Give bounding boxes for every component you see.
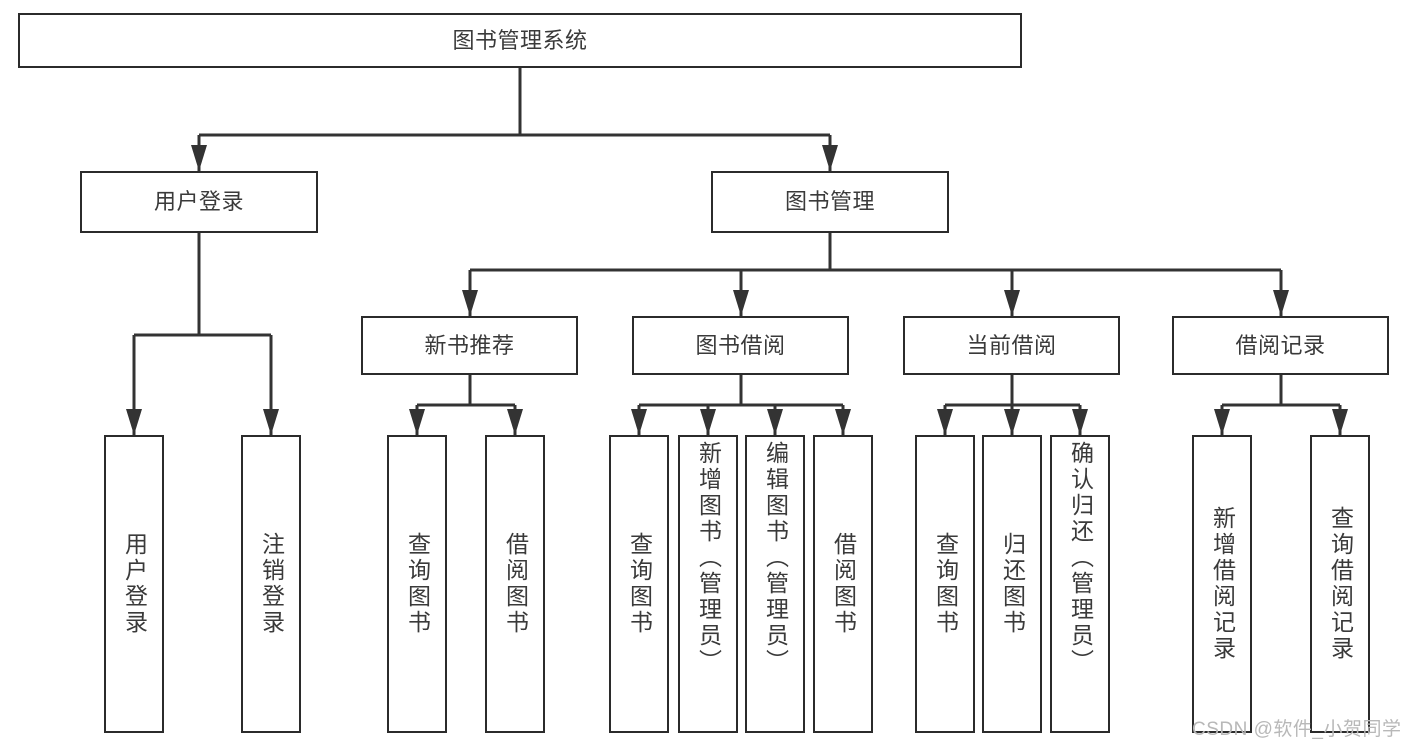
arrowhead-icon	[507, 409, 523, 435]
node-leaf-add-book[interactable]: 新增图书（管理员）	[678, 435, 738, 733]
arrowhead-icon	[409, 409, 425, 435]
arrowhead-icon	[835, 409, 851, 435]
node-label: 编辑图书（管理员）	[762, 441, 789, 675]
node-root[interactable]: 图书管理系统	[18, 13, 1022, 68]
node-label: 图书借阅	[695, 332, 786, 358]
node-book-borrow[interactable]: 图书借阅	[632, 316, 849, 375]
node-label: 用户登录	[121, 532, 148, 636]
node-leaf-add-record[interactable]: 新增借阅记录	[1192, 435, 1252, 733]
arrowhead-icon	[191, 145, 207, 171]
arrowhead-icon	[462, 290, 478, 316]
arrowhead-icon	[126, 409, 142, 435]
node-label: 新增图书（管理员）	[695, 441, 722, 675]
node-label: 查询图书	[626, 532, 653, 636]
node-leaf-query-book-1[interactable]: 查询图书	[387, 435, 447, 733]
node-new-book-rec[interactable]: 新书推荐	[361, 316, 578, 375]
arrowhead-icon	[733, 290, 749, 316]
node-leaf-query-book-3[interactable]: 查询图书	[915, 435, 975, 733]
node-label: 查询图书	[404, 532, 431, 636]
arrowhead-icon	[1004, 409, 1020, 435]
arrowhead-icon	[1273, 290, 1289, 316]
node-leaf-borrow-book-1[interactable]: 借阅图书	[485, 435, 545, 733]
node-label: 借阅图书	[830, 532, 857, 636]
arrowhead-icon	[822, 145, 838, 171]
node-leaf-edit-book[interactable]: 编辑图书（管理员）	[745, 435, 805, 733]
node-leaf-logout[interactable]: 注销登录	[241, 435, 301, 733]
node-label: 借阅记录	[1235, 332, 1326, 358]
node-leaf-query-record[interactable]: 查询借阅记录	[1310, 435, 1370, 733]
node-label: 图书管理系统	[452, 27, 588, 53]
node-leaf-confirm-return[interactable]: 确认归还（管理员）	[1050, 435, 1110, 733]
node-user-login[interactable]: 用户登录	[80, 171, 318, 233]
arrowhead-icon	[263, 409, 279, 435]
node-leaf-user-login[interactable]: 用户登录	[104, 435, 164, 733]
node-label: 借阅图书	[502, 532, 529, 636]
node-label: 查询图书	[932, 532, 959, 636]
node-leaf-borrow-book-2[interactable]: 借阅图书	[813, 435, 873, 733]
arrowhead-icon	[1072, 409, 1088, 435]
node-label: 归还图书	[999, 532, 1026, 636]
node-label: 查询借阅记录	[1327, 506, 1354, 662]
node-leaf-query-book-2[interactable]: 查询图书	[609, 435, 669, 733]
node-borrow-record[interactable]: 借阅记录	[1172, 316, 1389, 375]
node-label: 新增借阅记录	[1209, 506, 1236, 662]
arrowhead-icon	[1004, 290, 1020, 316]
arrowhead-icon	[937, 409, 953, 435]
node-current-borrow[interactable]: 当前借阅	[903, 316, 1120, 375]
node-label: 当前借阅	[966, 332, 1057, 358]
arrowhead-icon	[700, 409, 716, 435]
node-label: 用户登录	[153, 189, 244, 214]
arrowhead-icon	[767, 409, 783, 435]
node-label: 新书推荐	[424, 332, 515, 358]
arrowhead-icon	[1332, 409, 1348, 435]
node-book-manage[interactable]: 图书管理	[711, 171, 949, 233]
node-leaf-return-book[interactable]: 归还图书	[982, 435, 1042, 733]
arrowhead-icon	[1214, 409, 1230, 435]
node-label: 图书管理	[784, 189, 875, 214]
node-label: 注销登录	[258, 532, 285, 636]
arrowhead-icon	[631, 409, 647, 435]
watermark-text: CSDN @软件_小贺同学	[1192, 719, 1402, 740]
node-label: 确认归还（管理员）	[1067, 441, 1094, 675]
